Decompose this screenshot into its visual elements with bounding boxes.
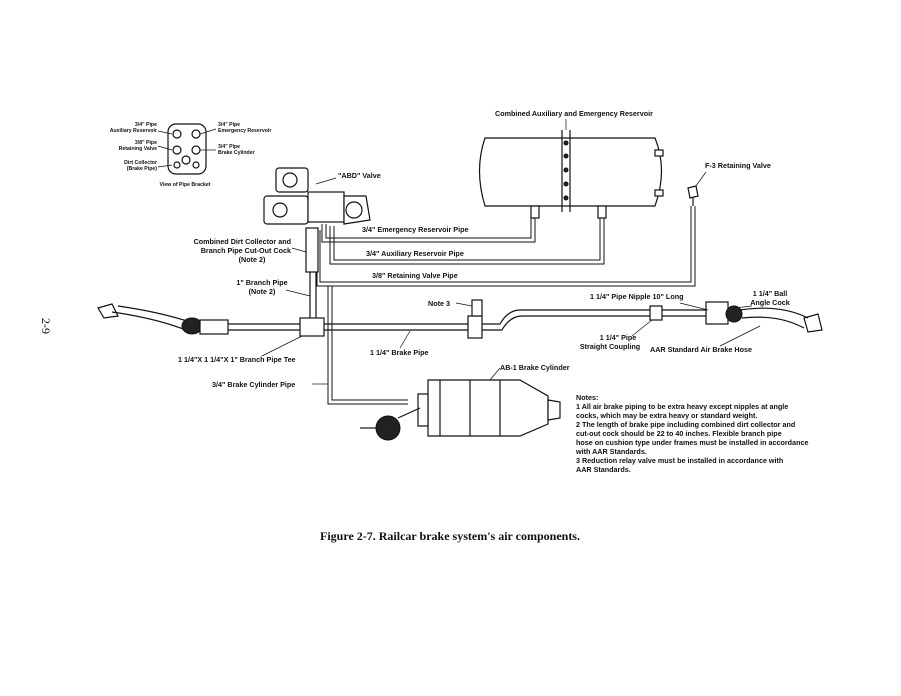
retaining-valve-label: F-3 Retaining Valve <box>705 161 771 170</box>
emergency-reservoir-pipe <box>321 218 536 243</box>
bracket-ret-label-1: 3/8" Pipe <box>135 140 157 146</box>
brake-cylinder-label: AB-1 Brake Cylinder <box>500 363 570 372</box>
air-brake-hose-label: AAR Standard Air Brake Hose <box>650 345 752 354</box>
auxiliary-reservoir-pipe <box>329 218 605 265</box>
notes-line-8: AAR Standards. <box>576 465 631 474</box>
pipe-bracket-view: 3/4" Pipe Auxiliary Reservoir 3/8" Pipe … <box>110 122 272 188</box>
bracket-cyl-label-2: Brake Cylinder <box>218 150 255 156</box>
abd-valve <box>263 167 371 225</box>
bracket-aux-label-1: 3/4" Pipe <box>135 122 157 128</box>
retaining-pipe-label: 3/8" Retaining Valve Pipe <box>372 271 458 280</box>
bracket-aux-label-2: Auxiliary Reservoir <box>110 128 157 134</box>
angle-cock-label-1: 1 1/4" Ball <box>753 289 788 298</box>
notes-line-2: cocks, which may be extra heavy or stand… <box>576 411 757 420</box>
branch-pipe-label-1: 1" Branch Pipe <box>236 278 287 287</box>
dirt-collector-label-3: (Note 2) <box>239 255 266 264</box>
dirt-collector <box>285 227 319 318</box>
bracket-emerg-label-1: 3/4" Pipe <box>218 122 240 128</box>
dirt-collector-label-1: Combined Dirt Collector and <box>194 237 291 246</box>
page-number: 2-9 <box>39 318 53 334</box>
bracket-caption: View of Pipe Bracket <box>160 182 211 188</box>
bracket-cyl-label-1: 3/4" Pipe <box>218 144 240 150</box>
branch-pipe-label-2: (Note 2) <box>249 287 276 296</box>
relay-valve <box>455 299 483 317</box>
notes: Notes: 1 All air brake piping to be extr… <box>575 393 808 474</box>
brake-pipe <box>97 301 823 339</box>
cylinder-pipe-label: 3/4" Brake Cylinder Pipe <box>212 380 295 389</box>
brake-pipe-label: 1 1/4" Brake Pipe <box>370 348 429 357</box>
note3-label: Note 3 <box>428 299 450 308</box>
bracket-emerg-label-2: Emergency Reservoir <box>218 128 271 134</box>
branch-tee-label: 1 1/4"X 1 1/4"X 1" Branch Pipe Tee <box>178 355 296 364</box>
notes-line-6: with AAR Standards. <box>575 447 647 456</box>
notes-line-4: cut-out cock should be 22 to 40 inches. … <box>576 429 782 438</box>
pipe-nipple-label: 1 1/4" Pipe Nipple 10" Long <box>590 292 684 301</box>
emergency-pipe-label: 3/4" Emergency Reservoir Pipe <box>362 225 468 234</box>
notes-line-7: 3 Reduction relay valve must be installe… <box>576 456 783 465</box>
notes-line-3: 2 The length of brake pipe including com… <box>576 420 795 429</box>
bracket-ret-label-2: Retaining Valve <box>119 146 157 152</box>
retaining-valve <box>687 171 707 206</box>
coupling-label-1: 1 1/4" Pipe <box>600 333 637 342</box>
bracket-dirt-label-1: Dirt Collector <box>124 160 157 166</box>
notes-line-1: 1 All air brake piping to be extra heavy… <box>576 402 788 411</box>
reservoir <box>478 119 664 219</box>
notes-line-5: hose on cushion type under frames must b… <box>576 438 808 447</box>
figure-caption: Figure 2-7. Railcar brake system's air c… <box>320 529 580 543</box>
dirt-collector-label-2: Branch Pipe Cut-Out Cock <box>201 246 291 255</box>
brake-cylinder-pipe <box>327 286 408 405</box>
auxiliary-pipe-label: 3/4" Auxiliary Reservoir Pipe <box>366 249 464 258</box>
angle-cock-label-2: Angle Cock <box>750 298 790 307</box>
notes-heading: Notes: <box>576 393 598 402</box>
bracket-dirt-label-2: (Brake Pipe) <box>127 166 158 172</box>
coupling-label-2: Straight Coupling <box>580 342 640 351</box>
brake-cylinder <box>360 367 561 441</box>
reservoir-label: Combined Auxiliary and Emergency Reservo… <box>495 109 653 118</box>
abd-valve-label: "ABD" Valve <box>338 171 381 180</box>
